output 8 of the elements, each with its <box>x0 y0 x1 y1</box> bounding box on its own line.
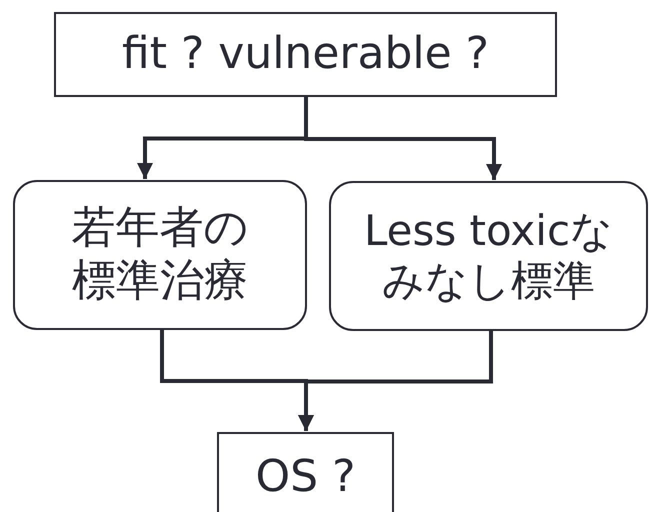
treatment-box <box>329 181 648 331</box>
box-label: fit ? vulnerable ? <box>120 28 490 81</box>
question-box <box>54 12 557 97</box>
outcome-box <box>217 432 394 512</box>
treatment-box <box>13 180 307 330</box>
box-label: Less toxicなみなし標準 <box>362 206 614 306</box>
box-label: 若年者の標準治療 <box>70 202 250 308</box>
box-label: OS ? <box>254 450 356 504</box>
